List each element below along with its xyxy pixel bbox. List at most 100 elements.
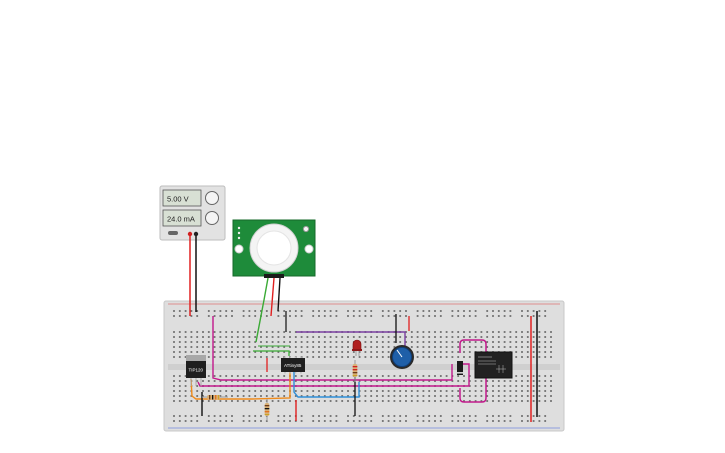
- breadboard-hole: [242, 336, 245, 338]
- breadboard-hole: [439, 336, 442, 338]
- breadboard-hole: [451, 310, 454, 312]
- breadboard-hole: [422, 375, 425, 377]
- breadboard-hole: [434, 420, 436, 422]
- wires: [189, 236, 538, 422]
- breadboard-hole: [300, 395, 303, 397]
- breadboard-hole: [178, 336, 181, 338]
- wire-pir-signal[interactable]: [255, 277, 269, 343]
- wire-pir-vcc[interactable]: [270, 277, 275, 317]
- negative-terminal[interactable]: [193, 231, 199, 237]
- breadboard-hole: [486, 331, 489, 333]
- breadboard-hole: [410, 390, 413, 392]
- breadboard-hole: [434, 315, 436, 317]
- potentiometer[interactable]: [390, 345, 414, 369]
- breadboard-hole: [497, 315, 500, 317]
- breadboard-hole: [526, 385, 529, 387]
- resistor-bottom[interactable]: [264, 399, 270, 421]
- resistor-led[interactable]: [352, 360, 358, 382]
- breadboard-hole: [254, 420, 257, 422]
- breadboard-hole: [364, 415, 367, 417]
- pir-trim-pot[interactable]: [302, 225, 310, 233]
- breadboard-hole: [277, 415, 280, 417]
- breadboard-hole: [260, 375, 262, 377]
- power-supply[interactable]: 5.00 V 24.0 mA: [159, 185, 226, 241]
- breadboard-hole: [260, 341, 262, 343]
- breadboard-hole: [439, 420, 442, 422]
- breadboard-hole: [509, 310, 512, 312]
- breadboard-hole: [445, 380, 448, 382]
- led-red[interactable]: [352, 339, 362, 356]
- breadboard-hole: [521, 351, 523, 353]
- breadboard-hole: [254, 375, 257, 377]
- breadboard-hole: [312, 415, 315, 417]
- breadboard-hole: [347, 310, 349, 312]
- breadboard-hole: [312, 395, 315, 397]
- pir-header: [264, 274, 284, 278]
- breadboard-hole: [387, 315, 390, 317]
- transistor-tip120[interactable]: TIP120: [186, 355, 206, 386]
- breadboard-hole: [550, 336, 552, 338]
- breadboard-hole: [202, 395, 204, 397]
- current-knob[interactable]: [205, 211, 219, 225]
- breadboard-hole: [312, 375, 315, 377]
- breadboard-hole: [312, 341, 315, 343]
- breadboard-hole: [347, 395, 349, 397]
- pir-sensor[interactable]: [232, 219, 316, 278]
- diode[interactable]: [457, 361, 463, 375]
- voltage-knob[interactable]: [205, 191, 219, 205]
- wire-green-signal[interactable]: [253, 350, 290, 356]
- breadboard-hole: [213, 331, 216, 333]
- resistor-transistor-base[interactable]: [202, 395, 228, 400]
- breadboard-hole: [352, 336, 355, 338]
- wire-blue-led[interactable]: [293, 372, 360, 398]
- breadboard-hole: [318, 375, 320, 377]
- breadboard-hole: [480, 385, 483, 387]
- attiny85-chip[interactable]: ATtiny85: [281, 356, 305, 374]
- wire-magenta-lower[interactable]: [197, 363, 470, 387]
- breadboard-hole: [387, 380, 390, 382]
- breadboard-hole: [503, 390, 506, 392]
- breadboard-hole: [486, 315, 489, 317]
- breadboard-hole: [381, 395, 384, 397]
- breadboard-hole: [254, 380, 257, 382]
- breadboard-hole: [260, 336, 262, 338]
- breadboard-hole: [474, 315, 477, 317]
- breadboard-hole: [387, 336, 390, 338]
- breadboard-hole: [271, 400, 274, 402]
- breadboard-hole: [387, 400, 390, 402]
- breadboard-hole: [300, 336, 303, 338]
- breadboard-hole: [347, 346, 349, 348]
- breadboard-hole: [352, 400, 355, 402]
- breadboard-hole: [451, 315, 454, 317]
- breadboard-hole: [318, 415, 320, 417]
- breadboard-hole: [323, 336, 326, 338]
- breadboard-hole: [219, 346, 222, 348]
- power-switch[interactable]: [168, 231, 178, 235]
- wire-orange-transistor[interactable]: [190, 372, 291, 400]
- relay[interactable]: [474, 351, 513, 379]
- breadboard-hole: [428, 331, 431, 333]
- breadboard-hole: [451, 356, 454, 358]
- breadboard-hole: [335, 390, 338, 392]
- breadboard-hole: [300, 341, 303, 343]
- breadboard-hole: [399, 390, 402, 392]
- wire-pir-gnd[interactable]: [277, 277, 281, 312]
- positive-terminal[interactable]: [187, 231, 193, 237]
- breadboard-hole: [439, 331, 442, 333]
- wire-magenta-upper[interactable]: [212, 316, 453, 381]
- breadboard-hole: [509, 336, 512, 338]
- breadboard-hole: [468, 395, 471, 397]
- breadboard-hole: [225, 390, 228, 392]
- breadboard-hole: [468, 346, 471, 348]
- breadboard-hole: [173, 310, 175, 312]
- breadboard-hole: [283, 356, 286, 358]
- breadboard-hole: [550, 380, 552, 382]
- breadboard-hole: [521, 385, 523, 387]
- breadboard-hole: [544, 346, 547, 348]
- breadboard-hole: [474, 336, 477, 338]
- breadboard-hole: [300, 375, 303, 377]
- breadboard-hole: [219, 331, 222, 333]
- breadboard-hole: [445, 331, 448, 333]
- breadboard-hole: [277, 380, 280, 382]
- breadboard-hole: [405, 336, 407, 338]
